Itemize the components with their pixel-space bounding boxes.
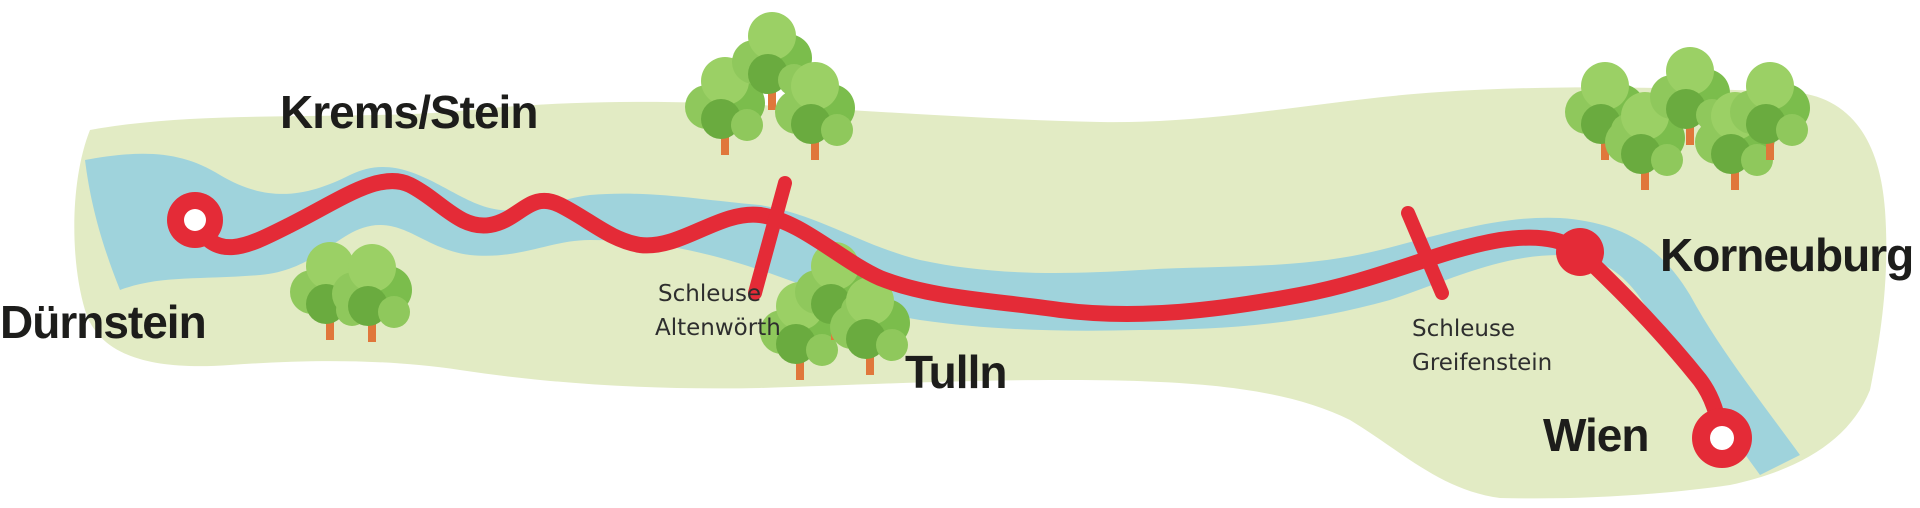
lock-label-line1: Schleuse (658, 281, 762, 307)
lock-label-altenwoerth: Schleuse Altenwörth (655, 277, 781, 345)
lock-label-line1: Schleuse (1412, 316, 1516, 342)
city-label-duernstein: Dürnstein (0, 296, 207, 348)
city-label-wien: Wien (1543, 409, 1649, 461)
lock-marker-icon (748, 176, 792, 300)
lock-label-greifenstein: Schleuse Greifenstein (1412, 312, 1552, 380)
river (85, 153, 1800, 475)
lock-label-line2: Greifenstein (1412, 350, 1553, 376)
city-label-korneuburg: Korneuburg (1660, 229, 1914, 281)
lock-label-line2: Altenwörth (655, 315, 781, 341)
lock-marker-icon (1401, 206, 1449, 300)
stop-marker-korneuburg[interactable] (1556, 228, 1604, 276)
city-label-tulln: Tulln (905, 346, 1007, 398)
stop-marker-wien[interactable] (1692, 408, 1752, 468)
stop-marker-duernstein[interactable] (167, 192, 223, 248)
city-label-krems-stein: Krems/Stein (280, 86, 538, 138)
